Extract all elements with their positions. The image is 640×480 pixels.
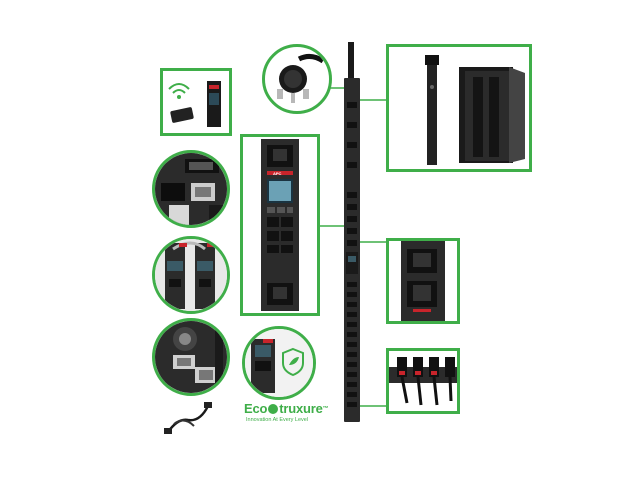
daisy-chain-callout [152,236,230,314]
logo-wordmark: Eco truxure™ [244,402,344,416]
logo-text-right: truxure [279,401,323,416]
ecostruxure-logo: Eco truxure™ Innovation At Every Level [244,402,344,432]
secure-access-callout [242,326,316,400]
power-plug-callout [262,44,332,114]
logo-trademark: ™ [322,406,329,412]
brand-label: APC [273,171,282,176]
rack-mount-callout [386,44,532,172]
management-ports-callout [152,318,230,396]
logo-tagline: Innovation At Every Level [246,417,309,423]
power-plug-icon [277,53,325,103]
network-ports-callout [152,150,230,228]
locking-cords-callout [386,348,460,414]
main-pdu [344,42,360,422]
logo-s-mark [268,404,279,414]
outlet-closeup-callout [386,238,460,324]
logo-text-left: Eco [244,401,268,416]
shield-leaf-icon [282,347,304,377]
wireless-module-callout [160,68,232,136]
wifi-icon [168,83,190,99]
network-cable-icon [164,402,212,434]
pdu-front-detail-callout: APC [240,134,320,316]
